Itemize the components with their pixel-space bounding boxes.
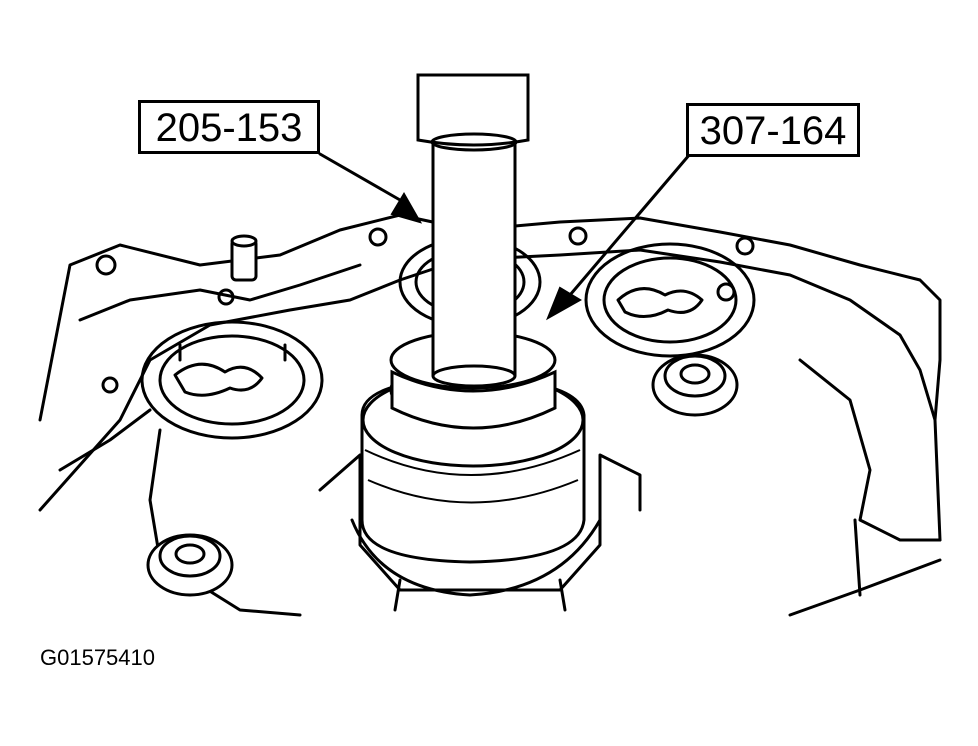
tool-callout-205-153: 205-153 bbox=[138, 100, 320, 154]
plug-left bbox=[146, 533, 234, 597]
figure-id-label: G01575410 bbox=[40, 645, 155, 670]
leader-307-164 bbox=[546, 152, 692, 321]
left-bore bbox=[140, 320, 324, 440]
right-bore bbox=[584, 242, 756, 358]
tool-callout-307-164: 307-164 bbox=[686, 103, 860, 157]
leader-205-153 bbox=[318, 152, 423, 224]
seal-housing bbox=[318, 453, 642, 612]
plug-right bbox=[651, 353, 739, 417]
handle-tool bbox=[416, 73, 530, 388]
dowel-pin bbox=[230, 234, 258, 282]
